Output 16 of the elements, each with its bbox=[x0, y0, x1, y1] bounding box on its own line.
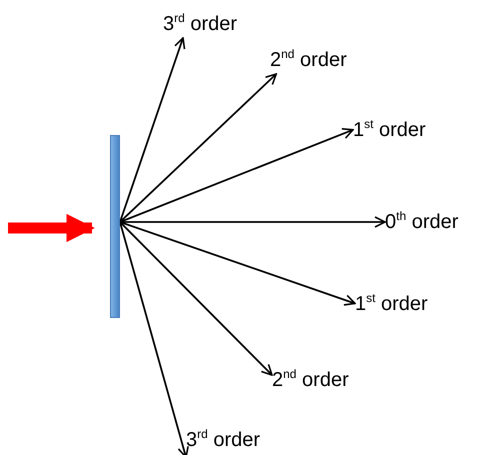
arrow bbox=[119, 222, 189, 455]
order-label: 0$^{th}$ order bbox=[385, 208, 495, 236]
order-label: 1$^{st}$ order bbox=[355, 290, 465, 318]
order-label: 3$^{rd}$ order bbox=[163, 10, 267, 38]
order-label: 1$^{st}$ order bbox=[353, 116, 465, 144]
arrow bbox=[119, 37, 186, 222]
arrow bbox=[120, 128, 354, 223]
order-label: 3$^{rd}$ order bbox=[186, 426, 294, 454]
grating-bar bbox=[110, 135, 120, 318]
order-label: 2$^{nd}$ order bbox=[272, 366, 384, 394]
incident-arrow bbox=[8, 214, 95, 242]
arrow bbox=[120, 221, 356, 306]
arrow bbox=[119, 73, 278, 223]
arrow bbox=[120, 216, 386, 228]
arrow bbox=[119, 221, 273, 376]
order-label: 2$^{nd}$ order bbox=[270, 46, 380, 74]
